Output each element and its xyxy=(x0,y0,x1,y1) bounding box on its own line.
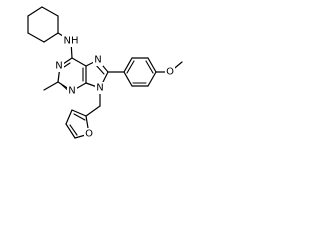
bond xyxy=(73,113,86,121)
n7-label: N xyxy=(94,55,101,66)
bond xyxy=(65,123,76,139)
bond xyxy=(123,57,133,73)
bond xyxy=(71,57,87,67)
amine-nh-label: NH xyxy=(64,36,79,47)
bond xyxy=(145,60,154,74)
bond xyxy=(27,32,45,43)
methoxy-oxygen-label: O xyxy=(166,67,174,78)
bond xyxy=(43,81,59,91)
bond-lines xyxy=(27,6,183,139)
n9-label: N xyxy=(96,83,103,94)
bond xyxy=(43,32,59,43)
atom-labels: NH N N N N O O xyxy=(54,35,175,140)
bond xyxy=(123,71,133,87)
bond xyxy=(71,109,87,117)
bond xyxy=(41,6,59,17)
n3-label: N xyxy=(68,86,75,97)
bond xyxy=(147,71,157,87)
bond xyxy=(147,57,157,73)
n1-label: N xyxy=(55,61,62,72)
bond xyxy=(69,124,78,136)
bond xyxy=(65,109,73,125)
molecule-structure: NH N N N N O O xyxy=(27,6,183,140)
furan-oxygen-label: O xyxy=(85,129,93,140)
bond xyxy=(85,105,101,117)
bond xyxy=(126,60,135,74)
bond xyxy=(27,6,43,17)
